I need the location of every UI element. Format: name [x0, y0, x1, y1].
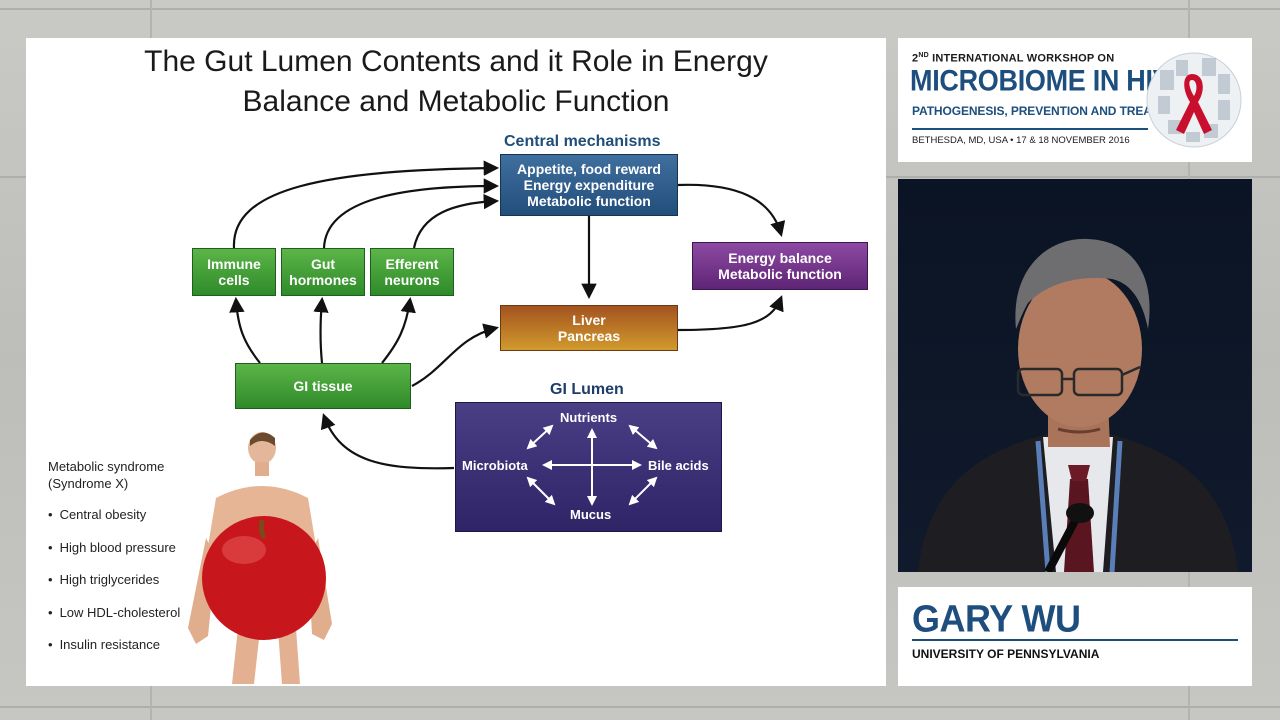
slide-title-line: Balance and Metabolic Function [242, 85, 670, 118]
lumen-mucus: Mucus [570, 507, 612, 522]
box-line: Metabolic function [718, 266, 842, 282]
list-item: Central obesity [48, 506, 218, 523]
logo-line-location: BETHESDA, MD, USA • 17 & 18 NOVEMBER 201… [912, 135, 1130, 146]
logo-line1-text: INTERNATIONAL WORKSHOP ON [932, 52, 1115, 65]
arrow-central-to-energy [677, 183, 786, 237]
logo-superscript: ND [918, 52, 929, 59]
metabolic-syndrome-list: Metabolic syndrome (Syndrome X) Central … [48, 458, 218, 669]
efferent-neurons-box: Efferent neurons [370, 248, 454, 296]
gi-tissue-box: GI tissue [235, 363, 411, 409]
name-divider [912, 639, 1238, 641]
syndrome-header: (Syndrome X) [48, 476, 129, 491]
list-item: Low HDL-cholesterol [48, 604, 218, 621]
lumen-nutrients: Nutrients [560, 410, 618, 425]
box-line: Immune [207, 256, 261, 272]
liver-pancreas-box: Liver Pancreas [500, 305, 678, 351]
central-mechanisms-label: Central mechanisms [504, 133, 661, 150]
lumen-microbiota: Microbiota [462, 458, 528, 473]
wall-tile-line [0, 8, 1280, 10]
logo-line-title: MICROBIOME IN HIV [910, 64, 1171, 97]
central-box-line: Metabolic function [527, 193, 651, 209]
central-mechanisms-box: Appetite, food reward Energy expenditure… [500, 154, 678, 216]
logo-number: 2 [912, 52, 919, 65]
gut-hormones-box: Gut hormones [281, 248, 365, 296]
logo-line-workshop: 2ND INTERNATIONAL WORKSHOP ON [912, 52, 1114, 65]
arrow-gitissue-to-immune [229, 296, 261, 364]
speaker-name-card: GARY WU UNIVERSITY OF PENNSYLVANIA [898, 587, 1252, 686]
box-line: hormones [289, 272, 357, 288]
box-line: cells [218, 272, 250, 288]
arrow-lumen-to-gitissue [320, 413, 455, 470]
arrow-gitissue-to-liver [411, 323, 499, 387]
gi-lumen-label: GI Lumen [550, 381, 624, 398]
red-ribbon-emblem-icon [1146, 52, 1242, 148]
central-box-line: Energy expenditure [523, 177, 655, 193]
slide-title: The Gut Lumen Contents and it Role in En… [26, 42, 886, 122]
slide-title-line: The Gut Lumen Contents and it Role in En… [144, 45, 768, 78]
wall-tile-line [0, 706, 1280, 708]
list-item: High triglycerides [48, 571, 218, 588]
speaker-name: GARY WU [912, 597, 1081, 641]
speaker-affiliation: UNIVERSITY OF PENNSYLVANIA [912, 647, 1100, 661]
box-line: Gut [310, 256, 336, 272]
presentation-slide: The Gut Lumen Contents and it Role in En… [26, 38, 886, 686]
central-box-line: Appetite, food reward [517, 161, 661, 177]
arrow-neurons-to-central [412, 193, 500, 249]
syndrome-header: Metabolic syndrome [48, 459, 165, 474]
energy-balance-box: Energy balance Metabolic function [692, 242, 868, 290]
box-line: Energy balance [728, 250, 832, 266]
arrow-liver-to-energy [677, 295, 784, 332]
logo-divider [912, 128, 1148, 130]
arrow-immune-to-central [232, 160, 500, 249]
speaker-image [898, 179, 1252, 572]
box-line: neurons [384, 272, 440, 288]
box-line: Pancreas [557, 328, 621, 344]
arrow-hormones-to-central [322, 178, 500, 249]
logo-line-subtitle: PATHOGENESIS, PREVENTION AND TREATMENT [912, 104, 1192, 118]
list-item: High blood pressure [48, 539, 218, 556]
immune-cells-box: Immune cells [192, 248, 276, 296]
speaker-video [898, 179, 1252, 572]
box-line: Liver [572, 312, 606, 328]
lumen-bile-acids: Bile acids [648, 458, 709, 473]
box-line: Efferent [385, 256, 439, 272]
list-item: Insulin resistance [48, 636, 218, 653]
arrow-gitissue-to-neurons [381, 296, 416, 364]
workshop-logo-card: 2ND INTERNATIONAL WORKSHOP ON MICROBIOME… [898, 38, 1252, 162]
apple-person-figure [188, 432, 332, 684]
arrow-gitissue-to-hormones [313, 296, 329, 364]
